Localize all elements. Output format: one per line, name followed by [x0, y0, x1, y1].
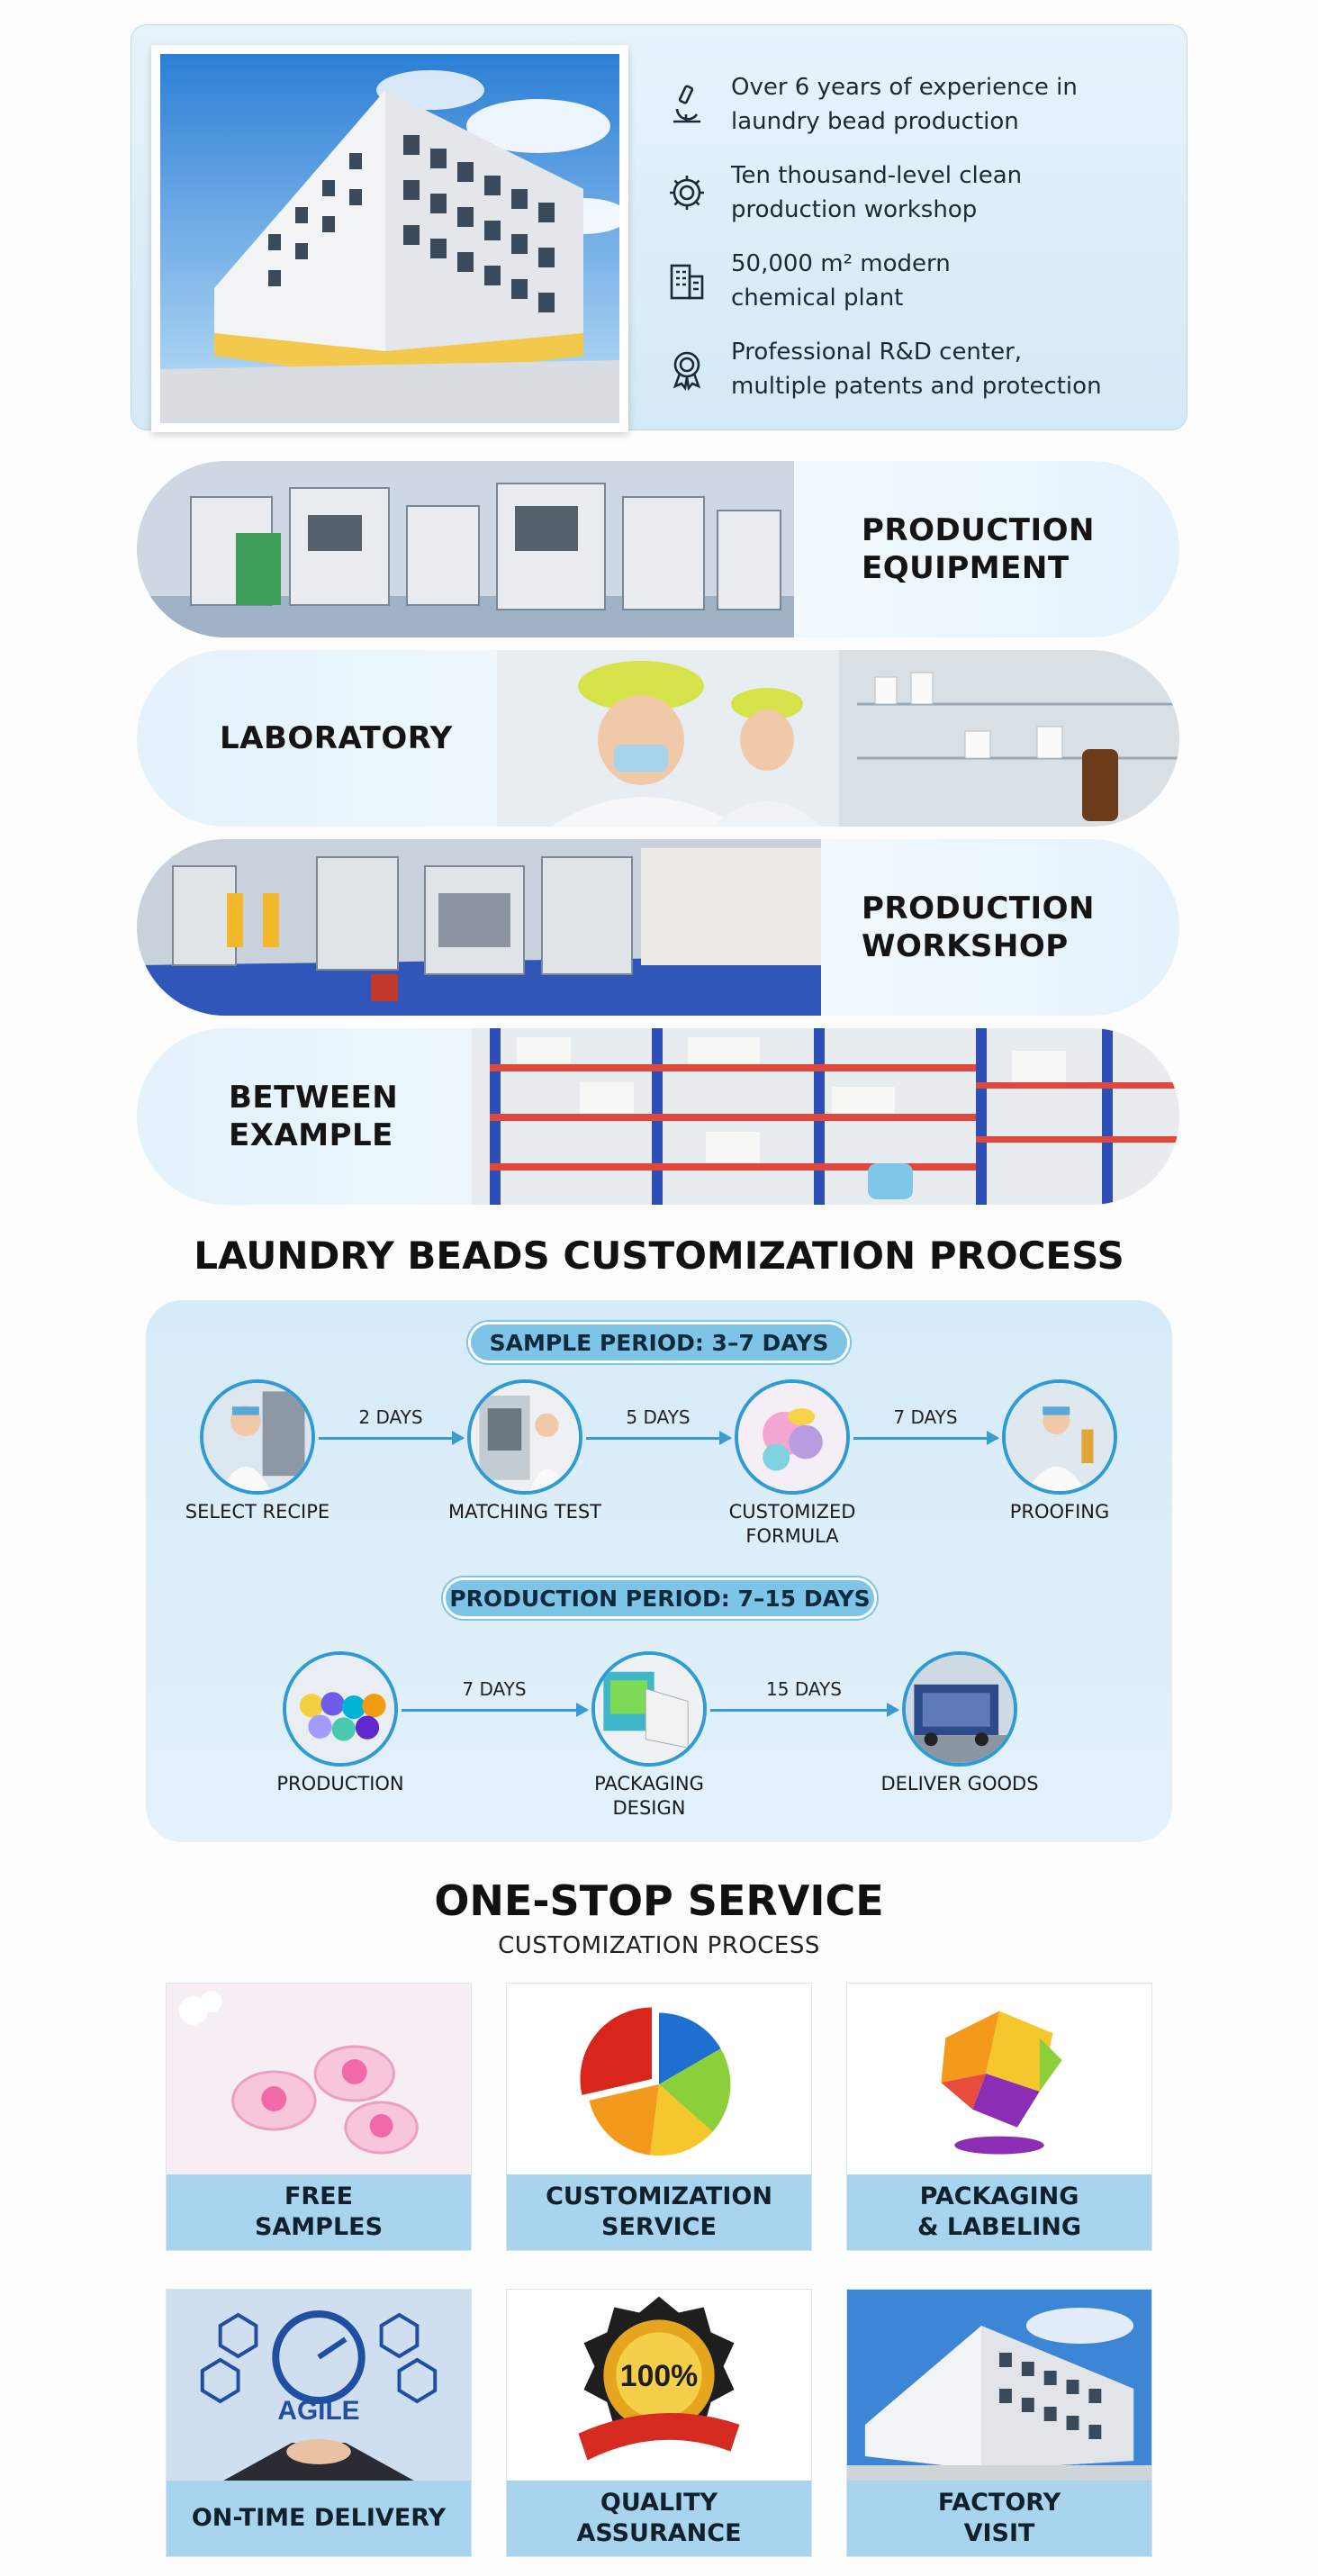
facility-label: PRODUCTION EQUIPMENT — [862, 512, 1095, 586]
seal-percent-text: 100% — [620, 2359, 698, 2393]
facility-label: BETWEEN EXAMPLE — [229, 1080, 399, 1153]
feature-clean-workshop: Ten thousand-level clean production work… — [663, 158, 1154, 227]
service-card-label: PACKAGING & LABELING — [847, 2174, 1151, 2250]
step-label: DELIVER GOODS — [880, 1773, 1039, 1794]
service-card-customization: CUSTOMIZATION SERVICE — [506, 1983, 812, 2251]
agile-handshake-image: AGILE — [167, 2290, 471, 2482]
feature-rd-center: Professional R&D center, multiple patent… — [663, 335, 1154, 403]
service-card-label: ON-TIME DELIVERY — [167, 2481, 471, 2556]
duration-label: 7 DAYS — [893, 1406, 958, 1428]
factory-building-photo — [151, 45, 628, 432]
step-label: MATCHING TEST — [447, 1501, 601, 1523]
laboratory-photo — [497, 650, 1179, 827]
duration-label: 2 DAYS — [358, 1406, 423, 1428]
service-card-quality-assurance: 100% QUALITY ASSURANCE — [506, 2289, 812, 2557]
service-card-on-time-delivery: AGILE ON-TIME DELIVERY — [166, 2289, 472, 2557]
factory-visit-image — [847, 2290, 1151, 2482]
arrow-connector — [586, 1431, 732, 1445]
process-title: LAUNDRY BEADS CUSTOMIZATION PROCESS — [194, 1234, 1124, 1278]
feature-text: Ten thousand-level clean production work… — [731, 162, 1023, 223]
feature-text: 50,000 m² modern chemical plant — [731, 250, 951, 312]
feature-experience: Over 6 years of experience in laundry be… — [663, 70, 1154, 139]
building-icon — [663, 257, 711, 305]
award-badge-icon — [663, 345, 711, 393]
arrow-connector — [319, 1431, 465, 1445]
step-matching-test-image — [467, 1379, 582, 1495]
production-period-badge: PRODUCTION PERIOD: 7–15 DAYS — [443, 1577, 877, 1619]
step-production-image — [283, 1651, 398, 1767]
production-equipment-photo — [137, 461, 794, 637]
facility-laboratory: LABORATORY — [137, 650, 1179, 827]
service-card-label: QUALITY ASSURANCE — [507, 2481, 811, 2556]
step-label: CUSTOMIZED FORMULA — [728, 1501, 856, 1547]
arrow-connector — [402, 1703, 589, 1717]
duration-label: 5 DAYS — [626, 1406, 691, 1428]
feature-chemical-plant: 50,000 m² modern chemical plant — [663, 247, 1154, 315]
service-card-label: FACTORY VISIT — [847, 2481, 1151, 2556]
step-label: PRODUCTION — [276, 1773, 404, 1794]
step-customized-formula-image — [735, 1379, 850, 1495]
feature-text: Professional R&D center, multiple patent… — [731, 339, 1102, 400]
process-panel: SAMPLE PERIOD: 3–7 DAYS SELECT RECIPE MA… — [146, 1300, 1172, 1842]
step-packaging-design-image — [591, 1651, 707, 1767]
step-label: SELECT RECIPE — [185, 1501, 330, 1523]
production-workshop-photo — [137, 839, 821, 1016]
step-label: PROOFING — [1009, 1501, 1110, 1523]
step-select-recipe-image — [200, 1379, 315, 1495]
service-card-label: FREE SAMPLES — [167, 2174, 471, 2250]
arrow-connector — [853, 1431, 999, 1445]
service-subtitle: CUSTOMIZATION PROCESS — [498, 1932, 820, 1959]
step-proofing-image — [1002, 1379, 1117, 1495]
feature-text: Over 6 years of experience in laundry be… — [731, 74, 1078, 135]
step-deliver-goods-image — [902, 1651, 1017, 1767]
packaging-cube-icon — [847, 1984, 1151, 2176]
service-title: ONE-STOP SERVICE — [434, 1876, 884, 1925]
facility-between-example: BETWEEN EXAMPLE — [137, 1028, 1179, 1205]
free-samples-image — [167, 1984, 471, 2176]
sample-period-badge: SAMPLE PERIOD: 3–7 DAYS — [468, 1322, 850, 1363]
facility-label: LABORATORY — [220, 720, 453, 756]
warehouse-shelves-photo — [472, 1028, 1179, 1205]
agile-text: AGILE — [277, 2396, 359, 2426]
company-overview-card: Over 6 years of experience in laundry be… — [131, 24, 1187, 432]
duration-label: 15 DAYS — [766, 1678, 842, 1700]
arrow-connector — [710, 1703, 899, 1717]
facility-production-equipment: PRODUCTION EQUIPMENT — [137, 461, 1179, 637]
quality-seal-icon: 100% — [507, 2290, 811, 2482]
service-card-factory-visit: FACTORY VISIT — [846, 2289, 1152, 2557]
service-card-label: CUSTOMIZATION SERVICE — [507, 2174, 811, 2250]
service-card-free-samples: FREE SAMPLES — [166, 1983, 472, 2251]
service-card-packaging: PACKAGING & LABELING — [846, 1983, 1152, 2251]
duration-label: 7 DAYS — [462, 1678, 527, 1700]
step-label: PACKAGING DESIGN — [594, 1773, 704, 1819]
microscope-icon — [663, 80, 711, 129]
facility-production-workshop: PRODUCTION WORKSHOP — [137, 839, 1179, 1016]
pie-graphic-icon — [507, 1984, 811, 2176]
facility-label: PRODUCTION WORKSHOP — [862, 890, 1095, 964]
gear-icon — [663, 168, 711, 217]
